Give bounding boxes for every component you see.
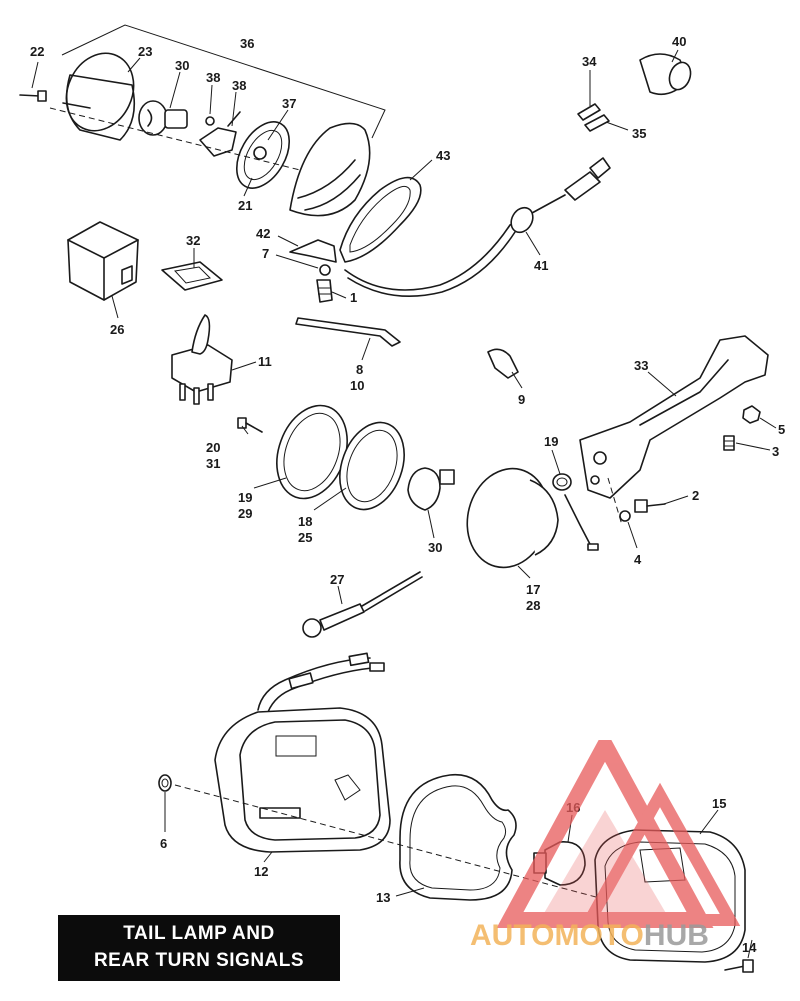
washer-6 [158, 774, 172, 792]
callout-7: 7 [262, 246, 269, 261]
callout-43: 43 [436, 148, 450, 163]
callout-30: 30 [175, 58, 189, 73]
callout-29: 29 [238, 506, 252, 521]
screw-14 [724, 959, 754, 973]
callout-18: 18 [298, 514, 312, 529]
callout-27: 27 [330, 572, 344, 587]
reflector-21 [235, 121, 291, 189]
callout-25: 25 [298, 530, 312, 545]
callout-41: 41 [534, 258, 548, 273]
callout-4: 4 [634, 552, 642, 567]
clamp-42 [289, 239, 337, 303]
screw-22 [19, 90, 47, 102]
clip-9 [487, 348, 519, 379]
bulb-30-middle [407, 467, 455, 511]
switch-11 [171, 314, 233, 405]
callout-2: 2 [692, 488, 699, 503]
callout-19: 19 [238, 490, 252, 505]
signal-lamp-17 [466, 467, 599, 569]
nut-5 [742, 405, 761, 424]
callout-10: 10 [350, 378, 364, 393]
connector-40 [639, 53, 692, 96]
group-bracket-36 [61, 24, 386, 139]
callout-19: 19 [544, 434, 558, 449]
callout-6: 6 [160, 836, 167, 851]
visor-23 [62, 52, 136, 141]
callout-21: 21 [238, 198, 252, 213]
callout-38: 38 [232, 78, 246, 93]
callout-15: 15 [712, 796, 726, 811]
callout-1: 1 [350, 290, 357, 305]
callout-26: 26 [110, 322, 124, 337]
callout-40: 40 [672, 34, 686, 49]
tail-lamp-housing-12 [214, 707, 391, 853]
lens-ring-19 [276, 404, 348, 500]
terminals-34-35 [577, 103, 610, 132]
lens-ring-18 [339, 421, 405, 511]
callout-13: 13 [376, 890, 390, 905]
diagram-title: TAIL LAMP AND REAR TURN SIGNALS [58, 915, 340, 981]
bulb-16 [533, 841, 586, 886]
screw-2 [634, 499, 666, 513]
callout-33: 33 [634, 358, 648, 373]
strap-8-10 [295, 317, 401, 347]
gasket-13 [399, 773, 517, 901]
assembly-axis-top [49, 107, 301, 171]
callout-28: 28 [526, 598, 540, 613]
callout-5: 5 [778, 422, 785, 437]
bulb-30 [138, 100, 188, 136]
bracket-38 [199, 111, 241, 157]
callout-30: 30 [428, 540, 442, 555]
callout-35: 35 [632, 126, 646, 141]
title-line-2: REAR TURN SIGNALS [93, 950, 305, 971]
gasket-43 [339, 176, 422, 263]
callout-34: 34 [582, 54, 597, 69]
callout-3: 3 [772, 444, 779, 459]
title-line-1: TAIL LAMP AND [123, 923, 275, 944]
tail-lamp-wires [257, 652, 385, 713]
tail-lamp-axis [174, 784, 721, 931]
callout-42: 42 [256, 226, 270, 241]
callout-16: 16 [566, 800, 580, 815]
callout-8: 8 [356, 362, 363, 377]
mount-axis [607, 477, 623, 526]
relay-26 [67, 221, 139, 301]
callout-20: 20 [206, 440, 220, 455]
callout-12: 12 [254, 864, 268, 879]
mount-bar-33 [579, 335, 769, 499]
callout-36: 36 [240, 36, 254, 51]
stud-27 [302, 571, 423, 638]
signal-wire [344, 157, 611, 297]
callout-37: 37 [282, 96, 296, 111]
callout-9: 9 [518, 392, 525, 407]
callout-17: 17 [526, 582, 540, 597]
callout-22: 22 [30, 44, 44, 59]
tail-lens-15 [594, 829, 746, 963]
callout-14: 14 [742, 940, 757, 955]
washer-4 [619, 510, 631, 522]
callout-32: 32 [186, 233, 200, 248]
signal-housing [289, 122, 371, 217]
callout-31: 31 [206, 456, 220, 471]
callout-38: 38 [206, 70, 220, 85]
callout-11: 11 [258, 354, 272, 369]
bolt-3 [723, 435, 735, 451]
screw-20 [237, 417, 263, 433]
callout-23: 23 [138, 44, 152, 59]
gasket-32 [161, 261, 223, 291]
